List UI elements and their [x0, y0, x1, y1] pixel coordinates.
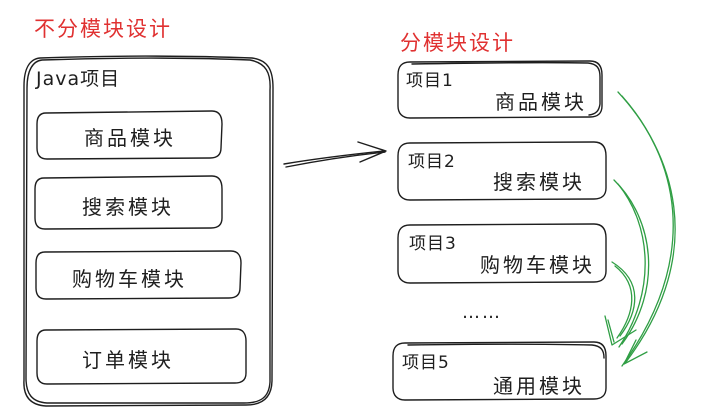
project-module-1: 商品模块 [495, 90, 587, 114]
project-box-3 [397, 223, 607, 284]
project-name-5: 项目5 [402, 353, 450, 373]
project-name-1: 项目1 [406, 71, 454, 91]
transform-arrow [283, 150, 385, 165]
module-box-order [36, 328, 247, 385]
project-module-2: 搜索模块 [493, 170, 585, 194]
ellipsis: …… [462, 302, 502, 323]
project-name-3: 项目3 [409, 234, 457, 254]
java-project-container [23, 55, 274, 407]
project-module-5: 通用模块 [493, 374, 585, 398]
project-box-2 [397, 141, 607, 201]
non-modular-design-title: 不分模块设计 [34, 17, 172, 41]
module-box-search [34, 175, 223, 230]
project-module-3: 购物车模块 [480, 253, 595, 277]
module-label-order: 订单模块 [82, 348, 174, 372]
java-project-label: Java项目 [36, 68, 121, 90]
module-label-goods: 商品模块 [84, 126, 176, 150]
module-label-cart: 购物车模块 [72, 267, 187, 291]
modular-design-title: 分模块设计 [400, 31, 515, 55]
module-box-cart [35, 250, 242, 300]
module-box-goods [36, 110, 223, 160]
project-box-1 [397, 60, 603, 119]
module-label-search: 搜索模块 [82, 195, 174, 219]
dependency-arrow-3 [611, 261, 636, 337]
project-name-2: 项目2 [408, 152, 456, 172]
project-box-5 [392, 341, 607, 401]
